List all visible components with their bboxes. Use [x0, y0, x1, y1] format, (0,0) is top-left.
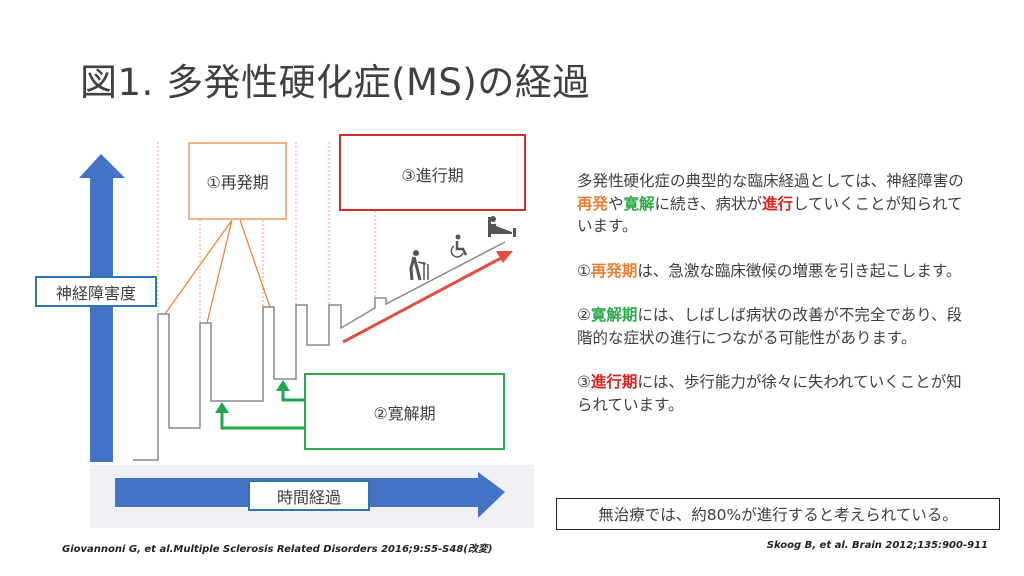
text-segment: ①: [577, 261, 591, 280]
progression-arrow: [342, 251, 513, 344]
text-segment: は、急激な臨床徴候の増悪を引き起こします。: [637, 261, 962, 280]
text-segment: していくことが知られています。: [577, 194, 963, 236]
bed-icon: [488, 216, 516, 237]
text-segment: には、しばしば病状の改善が不完全であり、段階的な症状の進行につながる可能性があり…: [577, 306, 963, 347]
text-segment: ②: [577, 306, 591, 324]
remission-arrowhead-icon: [215, 402, 229, 413]
highlight-prog: 進行: [761, 194, 793, 213]
highlight-prog: 進行期: [590, 373, 638, 391]
highlight-relapse: 再発: [577, 194, 609, 213]
text-segment: に続き、病状が: [654, 194, 762, 213]
text-segment: 多発性硬化症の典型的な臨床経過としては、神経障害の: [577, 172, 964, 190]
description-text: 多発性硬化症の典型的な臨床経過としては、神経障害の再発や寛解に続き、病状が進行し…: [577, 170, 969, 438]
highlight-remit: 寛解: [623, 194, 655, 213]
relapse-pointer-lines: [164, 219, 271, 324]
highlight-remit: 寛解期: [590, 306, 638, 324]
paragraph-overview: 多発性硬化症の典型的な臨床経過としては、神経障害の再発や寛解に続き、病状が進行し…: [577, 170, 969, 238]
paragraph-progression: ③進行期には、歩行能力が徐々に失われていくことが知られています。: [577, 371, 969, 416]
relapse-phase-label: ①再発期: [188, 142, 287, 220]
paragraph-remission: ②寛解期には、しばしば病状の改善が不完全であり、段階的な症状の進行につながる可能…: [577, 304, 969, 349]
citation-left: Giovannoni G, et al.Multiple Sclerosis R…: [62, 544, 493, 555]
x-axis-label: 時間経過: [248, 480, 370, 511]
untreated-note-box: 無治療では、約80%が進行すると考えられている。: [556, 498, 1000, 530]
paragraph-relapse: ①再発期は、急激な臨床徴候の増悪を引き起こします。: [577, 260, 969, 283]
slide-title: 図1. 多発性硬化症(MS)の経過: [80, 61, 590, 104]
y-axis-label: 神経障害度: [35, 276, 157, 307]
remission-arrowhead-icon: [276, 380, 290, 391]
phase-divider-lines: [157, 142, 376, 323]
remission-phase-label: ②寛解期: [304, 373, 505, 450]
progression-phase-label: ③進行期: [339, 134, 526, 211]
disability-axis-arrow: [79, 154, 125, 462]
disability-course-line: [133, 241, 506, 461]
text-segment: や: [608, 194, 624, 213]
wheelchair-icon: [450, 234, 468, 258]
text-segment: には、歩行能力が徐々に失われていくことが知られています。: [577, 373, 962, 414]
highlight-relapse: 再発期: [590, 261, 638, 280]
walker-icon: [409, 250, 429, 281]
citation-right: Skoog B, et al. Brain 2012;135:900-911: [766, 540, 988, 551]
text-segment: ③: [577, 373, 591, 391]
remission-arrows: [220, 388, 304, 430]
